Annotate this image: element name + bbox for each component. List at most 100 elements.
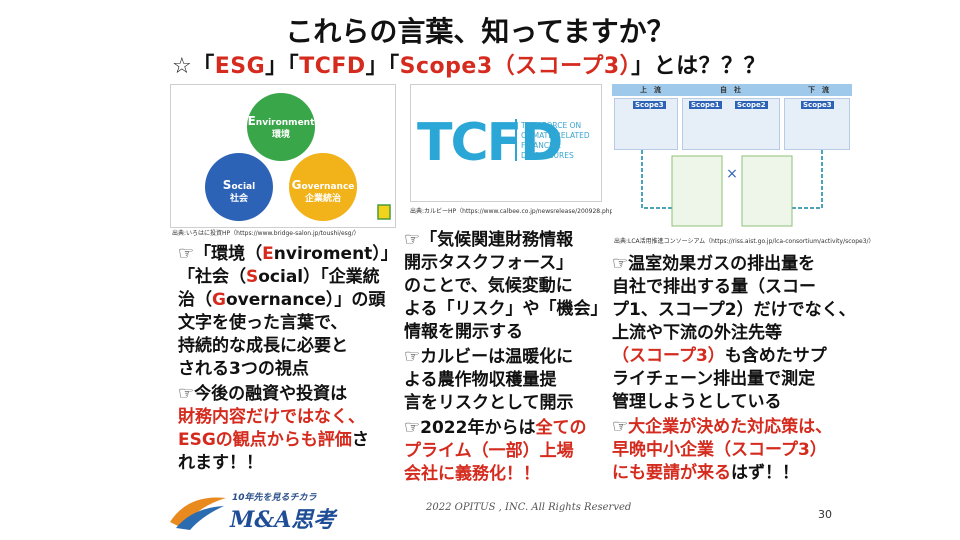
book-icon <box>377 204 391 220</box>
t: 温室効果ガスの排出量を <box>628 254 816 274</box>
social-circle: Social 社会 <box>205 153 273 221</box>
t: 「社会（ <box>178 267 246 287</box>
scope3-tag-down: Scope3 <box>801 101 834 109</box>
tcfd-line: DISCLOSURES <box>521 151 574 160</box>
esg-bullets: ☞「環境（Enviroment）」「社会（Social）「企業統治（Govern… <box>178 242 398 476</box>
scope-col-up: 上 流 <box>640 86 661 94</box>
t: 早晩中小企業（スコープ3） <box>612 440 827 460</box>
t: れます！！ <box>178 453 263 473</box>
esg-credit: 出典:いろはに投資HP（https://www.bridge-salon.jp/… <box>172 230 360 237</box>
scope3-tag-up: Scope3 <box>633 101 666 109</box>
t: 2022年からは <box>420 418 536 438</box>
tcfd-bullet-3: ☞2022年からは全てのプライム（一部）上場会社に義務化！！ <box>404 416 614 486</box>
t: カルビーは温暖化に <box>420 347 574 367</box>
t: も含めたサプ <box>724 346 827 366</box>
t: 「気候関連財務情報 <box>420 230 574 250</box>
gov-letter: G <box>291 178 302 192</box>
t: 文字を使った言葉で、 <box>178 313 348 333</box>
tcfd-line: FINANCIAL <box>521 141 561 150</box>
pointing-hand-icon: ☞ <box>404 417 421 438</box>
esg-image: Environment 環境 Social 社会 Governance 企業統治 <box>170 84 396 228</box>
scope-downstream-box: Scope3 <box>784 98 850 150</box>
t: にも要請が来る <box>612 463 731 483</box>
gov-jp: 企業統治 <box>304 194 341 204</box>
t: ライチェーン排出量で測定 <box>612 369 816 389</box>
t: 今後の融資や投資は <box>194 384 348 404</box>
scope1-tag: Scope1 <box>689 101 722 109</box>
soc-jp: 社会 <box>229 194 248 204</box>
scope-credit: 出典:LCA活用推進コンソーシアム（https://riss.aist.go.j… <box>614 238 875 245</box>
tcfd-side-text: TASK FORCE ON CLIMATE-RELATED FINANCIAL … <box>521 121 590 161</box>
scope2-tag: Scope2 <box>735 101 768 109</box>
t: 財務内容だけではなく、 <box>178 407 365 427</box>
t: プ1、スコープ2）だけでなく、 <box>612 300 856 320</box>
env-text: nvironment <box>255 118 315 128</box>
t: よる農作物収穫量提 <box>404 370 557 390</box>
pointing-hand-icon: ☞ <box>404 229 421 250</box>
subtitle-sep: 」「 <box>265 54 300 79</box>
scope3-bullet-2: ☞大企業が決めた対応策は、早晩中小企業（スコープ3）にも要請が来るはず！！ <box>612 415 860 485</box>
t: 「環境（ <box>194 244 263 264</box>
scope-col-down: 下 流 <box>808 86 829 94</box>
gov-text: overnance <box>301 182 355 192</box>
page-number: 30 <box>818 508 832 521</box>
pointing-hand-icon: ☞ <box>404 346 421 367</box>
scope-image: 上 流 自 社 下 流 Scope3 Scope1 Scope2 Scope3 … <box>612 84 852 230</box>
esg-bullet-2: ☞今後の融資や投資は財務内容だけではなく、 ESGの観点からも評価されます！！ <box>178 382 398 475</box>
slide-subtitle: ☆「ESG」「TCFD」「Scope3（スコープ3）」とは？？？ <box>172 48 766 80</box>
t: 持続的な成長に必要と <box>178 336 348 356</box>
env-jp: 環境 <box>271 130 290 140</box>
tcfd-image: TCFD TASK FORCE ON CLIMATE-RELATED FINAN… <box>410 84 602 202</box>
pointing-hand-icon: ☞ <box>612 416 629 437</box>
t: 大企業が決めた対応策は、 <box>628 417 833 437</box>
t: E <box>262 244 274 264</box>
t: 開示タスクフォース」 <box>404 253 574 273</box>
t: よる「リスク」や「機会」 <box>404 299 608 319</box>
tcfd-bullets: ☞「気候関連財務情報開示タスクフォース」のことで、気候変動による「リスク」や「機… <box>404 228 614 487</box>
t: nviroment）」 <box>273 244 398 264</box>
t: 上流や下流の外注先等 <box>612 323 782 343</box>
logo-tagline: 10年先を見るチカラ <box>232 493 317 503</box>
logo-wordmark: M&A思考 <box>230 507 336 533</box>
t: される3つの視点 <box>178 359 309 379</box>
t: 治（ <box>178 290 212 310</box>
t: 管理しようとしている <box>612 392 782 412</box>
pointing-hand-icon: ☞ <box>178 383 195 404</box>
t: ESGの観点からも評価 <box>178 430 352 450</box>
svg-text:×: × <box>726 166 738 182</box>
t: 会社に義務化！！ <box>404 464 540 484</box>
tcfd-bullet-2: ☞カルビーは温暖化による農作物収穫量提言をリスクとして開示 <box>404 345 614 415</box>
subtitle-sep: 」「 <box>365 54 400 79</box>
star-icon: ☆「 <box>172 54 215 79</box>
term-tcfd: TCFD <box>299 54 366 79</box>
company-logo: 10年先を見るチカラ M&A思考 <box>168 488 378 533</box>
governance-circle: Governance 企業統治 <box>289 153 357 221</box>
tcfd-divider <box>515 119 517 161</box>
t: G <box>212 290 226 310</box>
t: 言をリスクとして開示 <box>404 393 574 413</box>
soc-text: ocial <box>231 182 256 192</box>
swoosh-icon <box>170 497 226 530</box>
scope-upstream-box: Scope3 <box>614 98 678 150</box>
term-scope3: Scope3（スコープ3） <box>399 54 632 79</box>
tcfd-credit: 出典:カルビーHP（https://www.calbee.co.jp/newsr… <box>410 208 620 215</box>
pointing-hand-icon: ☞ <box>178 243 195 264</box>
t: プライム（一部）上場 <box>404 441 574 461</box>
t: ocial）「企業統 <box>258 267 380 287</box>
tcfd-bullet-1: ☞「気候関連財務情報開示タスクフォース」のことで、気候変動による「リスク」や「機… <box>404 228 614 344</box>
soc-letter: S <box>222 178 232 192</box>
tcfd-line: CLIMATE-RELATED <box>521 131 590 140</box>
esg-bullet-1: ☞「環境（Enviroment）」「社会（Social）「企業統治（Govern… <box>178 242 398 381</box>
t: のことで、気候変動に <box>404 276 573 296</box>
scope3-bullet-1: ☞温室効果ガスの排出量を自社で排出する量（スコープ1、スコープ2）だけでなく、上… <box>612 252 860 414</box>
tcfd-logo: TCFD <box>417 113 563 173</box>
t: さ <box>351 430 369 450</box>
term-esg: ESG <box>214 54 266 79</box>
env-letter: E <box>247 114 256 128</box>
t: overnance）」の頭 <box>225 290 386 310</box>
scope-flow-diagram: × <box>641 150 823 227</box>
slide-title: これらの言葉、知ってますか？ <box>285 15 675 48</box>
copyright: 2022 OPITUS , INC. All Rights Reserved <box>426 502 632 513</box>
environment-circle: Environment 環境 <box>247 93 315 161</box>
t: 自社で排出する量（スコー <box>612 277 816 297</box>
